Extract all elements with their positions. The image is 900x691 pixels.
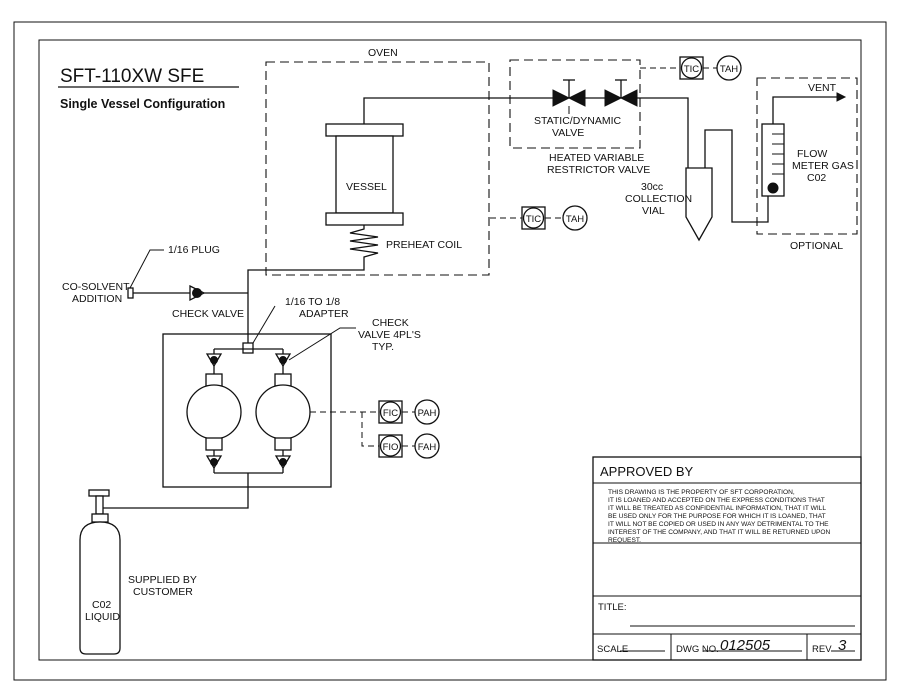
left-head-top-block (205, 373, 223, 387)
fah-bubble (414, 433, 440, 459)
flow-meter-label-3: C02 (807, 172, 826, 184)
plug-label: 1/16 PLUG (168, 244, 220, 256)
pump-check-valve-bottom-right (274, 455, 292, 470)
adapter-fitting (242, 342, 254, 354)
vessel-outlet-line (363, 97, 553, 124)
vessel (325, 123, 404, 226)
inner-border (38, 39, 862, 661)
supplied-by-label-2: CUSTOMER (133, 586, 193, 598)
pump-signal-branch (361, 412, 379, 447)
drawing-subtitle: Single Vessel Configuration (60, 97, 225, 111)
supplied-by-label-1: SUPPLIED BY (128, 574, 197, 586)
fic-bubble (379, 401, 402, 423)
drawing-title: SFT-110XW SFE (60, 66, 204, 87)
vial-label-2: COLLECTION (625, 193, 692, 205)
check-valve-typ-label-1: CHECK (372, 317, 409, 329)
flow-meter-float (767, 182, 779, 194)
static-dynamic-label-1: STATIC/DYNAMIC (534, 115, 622, 127)
outer-border (13, 21, 887, 681)
oven-label: OVEN (368, 47, 398, 59)
notice-line-7: REQUEST. (608, 537, 641, 544)
left-head-bottom-block (205, 437, 223, 451)
vent-line (772, 96, 837, 124)
notice-line-4: BE USED ONLY FOR THE PURPOSE FOR WHICH I… (608, 513, 826, 520)
left-pump-head (186, 384, 242, 440)
notice-line-6: INTEREST OF THE COMPANY, AND THAT IT WIL… (608, 529, 831, 536)
pah-bubble (414, 399, 440, 425)
line-to-vial (637, 97, 689, 168)
cylinder-label-2: LIQUID (85, 611, 120, 623)
title-field-label: TITLE: (598, 602, 627, 613)
flow-meter-label-1: FLOW (797, 148, 827, 160)
vent-arrowhead (836, 92, 847, 102)
static-dynamic-label-2: VALVE (552, 127, 584, 139)
rev-value: 3 (838, 637, 847, 654)
tic-top-label: TIC (684, 64, 699, 75)
fio-bubble (379, 435, 402, 457)
collection-vial (685, 167, 713, 242)
co-solvent-label-1: CO-SOLVENT (62, 281, 130, 293)
check-valve-symbol (189, 284, 206, 302)
pah-label: PAH (418, 408, 437, 419)
fio-label: FIO (383, 442, 399, 453)
notice-line-1: THIS DRAWING IS THE PROPERTY OF SFT CORP… (608, 489, 795, 496)
check-valve-typ-label-2: VALVE 4PL'S (358, 329, 421, 341)
notice-line-5: IT WILL NOT BE COPIED OR USED IN ANY WAY… (608, 521, 829, 528)
flow-meter-label-2: METER GAS (792, 160, 854, 172)
adapter-label-1: 1/16 TO 1/8 (285, 296, 340, 308)
co2-cylinder (79, 489, 121, 655)
optional-label: OPTIONAL (790, 240, 843, 252)
right-pump-head (255, 384, 311, 440)
vial-label-3: VIAL (642, 205, 665, 217)
adapter-leader (252, 305, 276, 344)
check-valve-label: CHECK VALVE (172, 308, 244, 320)
coil-to-pump-line (247, 260, 365, 345)
notice-line-3: IT WILL BE TREATED AS CONFIDENTIAL INFOR… (608, 505, 826, 512)
fic-label: FIC (383, 408, 398, 419)
static-dynamic-valve-symbol (552, 79, 586, 107)
right-head-bottom-block (274, 437, 292, 451)
co-solvent-label-2: ADDITION (72, 293, 122, 305)
pump-enclosure (162, 333, 332, 488)
tah-top-label: TAH (720, 64, 738, 75)
approved-by-label: APPROVED BY (600, 464, 694, 479)
restrictor-valve-symbol (604, 79, 638, 107)
cylinder-label-1: C02 (92, 599, 111, 611)
tah-oven-bubble (562, 205, 588, 231)
optional-enclosure (756, 77, 858, 235)
vial-label-1: 30cc (641, 181, 663, 193)
dwg-no-label: DWG NO. (676, 644, 719, 655)
tic-oven-label: TIC (526, 214, 541, 225)
check-valve-typ-label-3: TYP. (372, 341, 394, 353)
restrictor-enclosure (509, 59, 641, 149)
tic-top-bubble (680, 57, 703, 79)
tah-top-bubble (716, 55, 742, 81)
tah-oven-label: TAH (566, 214, 584, 225)
pump-check-valve-top-left (205, 353, 223, 368)
restrictor-label-2: RESTRICTOR VALVE (547, 164, 650, 176)
notice-line-2: IT IS LOANED AND ACCEPTED ON THE EXPRESS… (608, 497, 825, 504)
preheat-coil-label: PREHEAT COIL (386, 239, 462, 251)
oven-enclosure (265, 61, 490, 276)
vent-label: VENT (808, 82, 837, 94)
pump-check-valve-top-right (274, 353, 292, 368)
plug-leader (129, 249, 164, 289)
co2-supply-line (99, 473, 249, 509)
adapter-label-2: ADAPTER (299, 308, 349, 320)
dwg-no-value: 012505 (720, 637, 771, 654)
rev-label: REV (812, 644, 832, 655)
right-head-top-block (274, 373, 292, 387)
restrictor-label-1: HEATED VARIABLE (549, 152, 644, 164)
check-valve-typ-leader (288, 327, 356, 361)
pump-check-valve-bottom-left (205, 455, 223, 470)
preheat-coil (349, 225, 379, 260)
title-block (592, 456, 862, 661)
fah-label: FAH (418, 442, 437, 453)
vessel-label: VESSEL (346, 181, 387, 193)
vial-outlet-tube (704, 129, 769, 223)
tic-oven-bubble (522, 207, 545, 229)
scale-label: SCALE (597, 644, 628, 655)
